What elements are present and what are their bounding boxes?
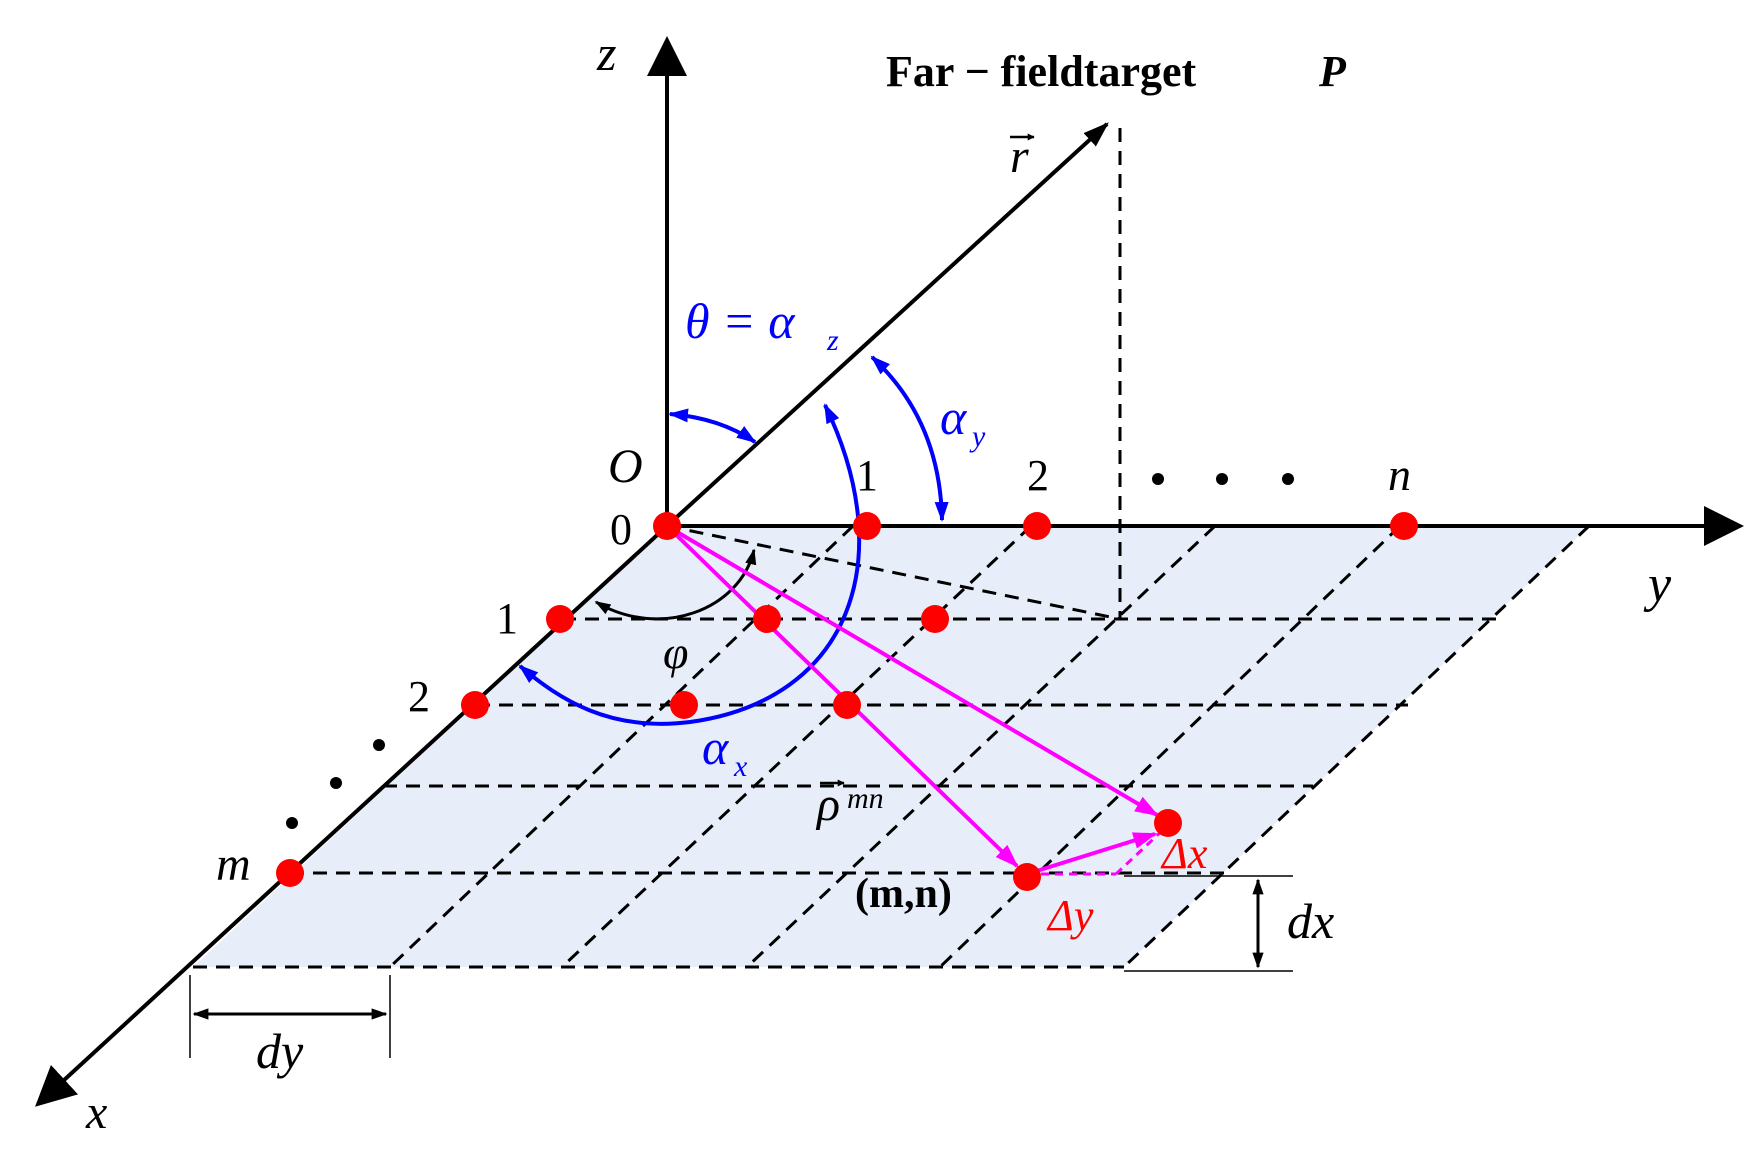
delta-y-label: Δy	[1046, 891, 1094, 940]
index-x1: 1	[496, 594, 518, 643]
element-x1	[546, 605, 574, 633]
element-xm	[276, 859, 304, 887]
z-axis-label: z	[596, 25, 616, 81]
index-yn: n	[1388, 449, 1411, 500]
delta-x-label: Δx	[1160, 829, 1208, 878]
dimension-lines	[189, 875, 1293, 1058]
svg-text:mn: mn	[847, 782, 884, 815]
array-elements	[276, 512, 1418, 891]
alpha-y-arc	[870, 355, 949, 522]
grid-columns	[388, 524, 1591, 969]
target-vector	[665, 524, 1160, 817]
origin-label: O	[608, 440, 643, 493]
x-axis-label: x	[85, 1086, 107, 1139]
svg-text:x: x	[733, 750, 748, 783]
dx-label: dx	[1287, 893, 1334, 949]
index-zero: 0	[610, 505, 632, 554]
index-y2: 2	[1027, 451, 1049, 500]
element-x2	[461, 691, 489, 719]
dy-label: dy	[256, 1023, 304, 1079]
theta-arc	[668, 408, 757, 444]
diagram-title: Far − fieldtarget	[886, 47, 1196, 96]
svg-text:α: α	[702, 719, 730, 775]
phi-label: φ	[663, 627, 688, 678]
delta-x-dashed	[1114, 827, 1166, 876]
svg-text:z: z	[826, 324, 839, 357]
element-y2	[1023, 512, 1051, 540]
svg-text:θ = α: θ = α	[685, 293, 796, 349]
index-y1: 1	[856, 451, 878, 500]
element-mn	[1013, 863, 1041, 891]
r-vector-label: r	[1010, 130, 1035, 183]
element-x1-y1	[753, 605, 781, 633]
index-xm: m	[216, 838, 251, 891]
element-x1-y2	[921, 605, 949, 633]
alpha-x-label: α x	[702, 719, 748, 783]
svg-text:α: α	[940, 389, 968, 445]
alpha-y-label: α y	[940, 389, 986, 453]
svg-text:y: y	[969, 420, 986, 453]
element-mn-label: (m,n)	[855, 871, 952, 917]
ellipsis-y	[1152, 473, 1294, 485]
element-x2-y2	[833, 691, 861, 719]
rho-mn-label: ρ mn	[815, 778, 884, 831]
index-x2: 2	[408, 672, 430, 721]
element-origin	[653, 512, 681, 540]
element-y1	[853, 512, 881, 540]
y-axis-label: y	[1643, 556, 1672, 613]
array-plane	[193, 526, 1589, 967]
delta-vector	[1026, 832, 1158, 876]
ellipsis-x	[286, 739, 385, 829]
svg-text:ρ: ρ	[815, 778, 840, 831]
svg-text:r: r	[1010, 130, 1029, 183]
target-symbol: P	[1318, 47, 1347, 96]
element-x2-y1	[670, 691, 698, 719]
element-target	[1154, 809, 1182, 837]
theta-label: θ = α z	[685, 293, 839, 357]
element-yn	[1390, 512, 1418, 540]
